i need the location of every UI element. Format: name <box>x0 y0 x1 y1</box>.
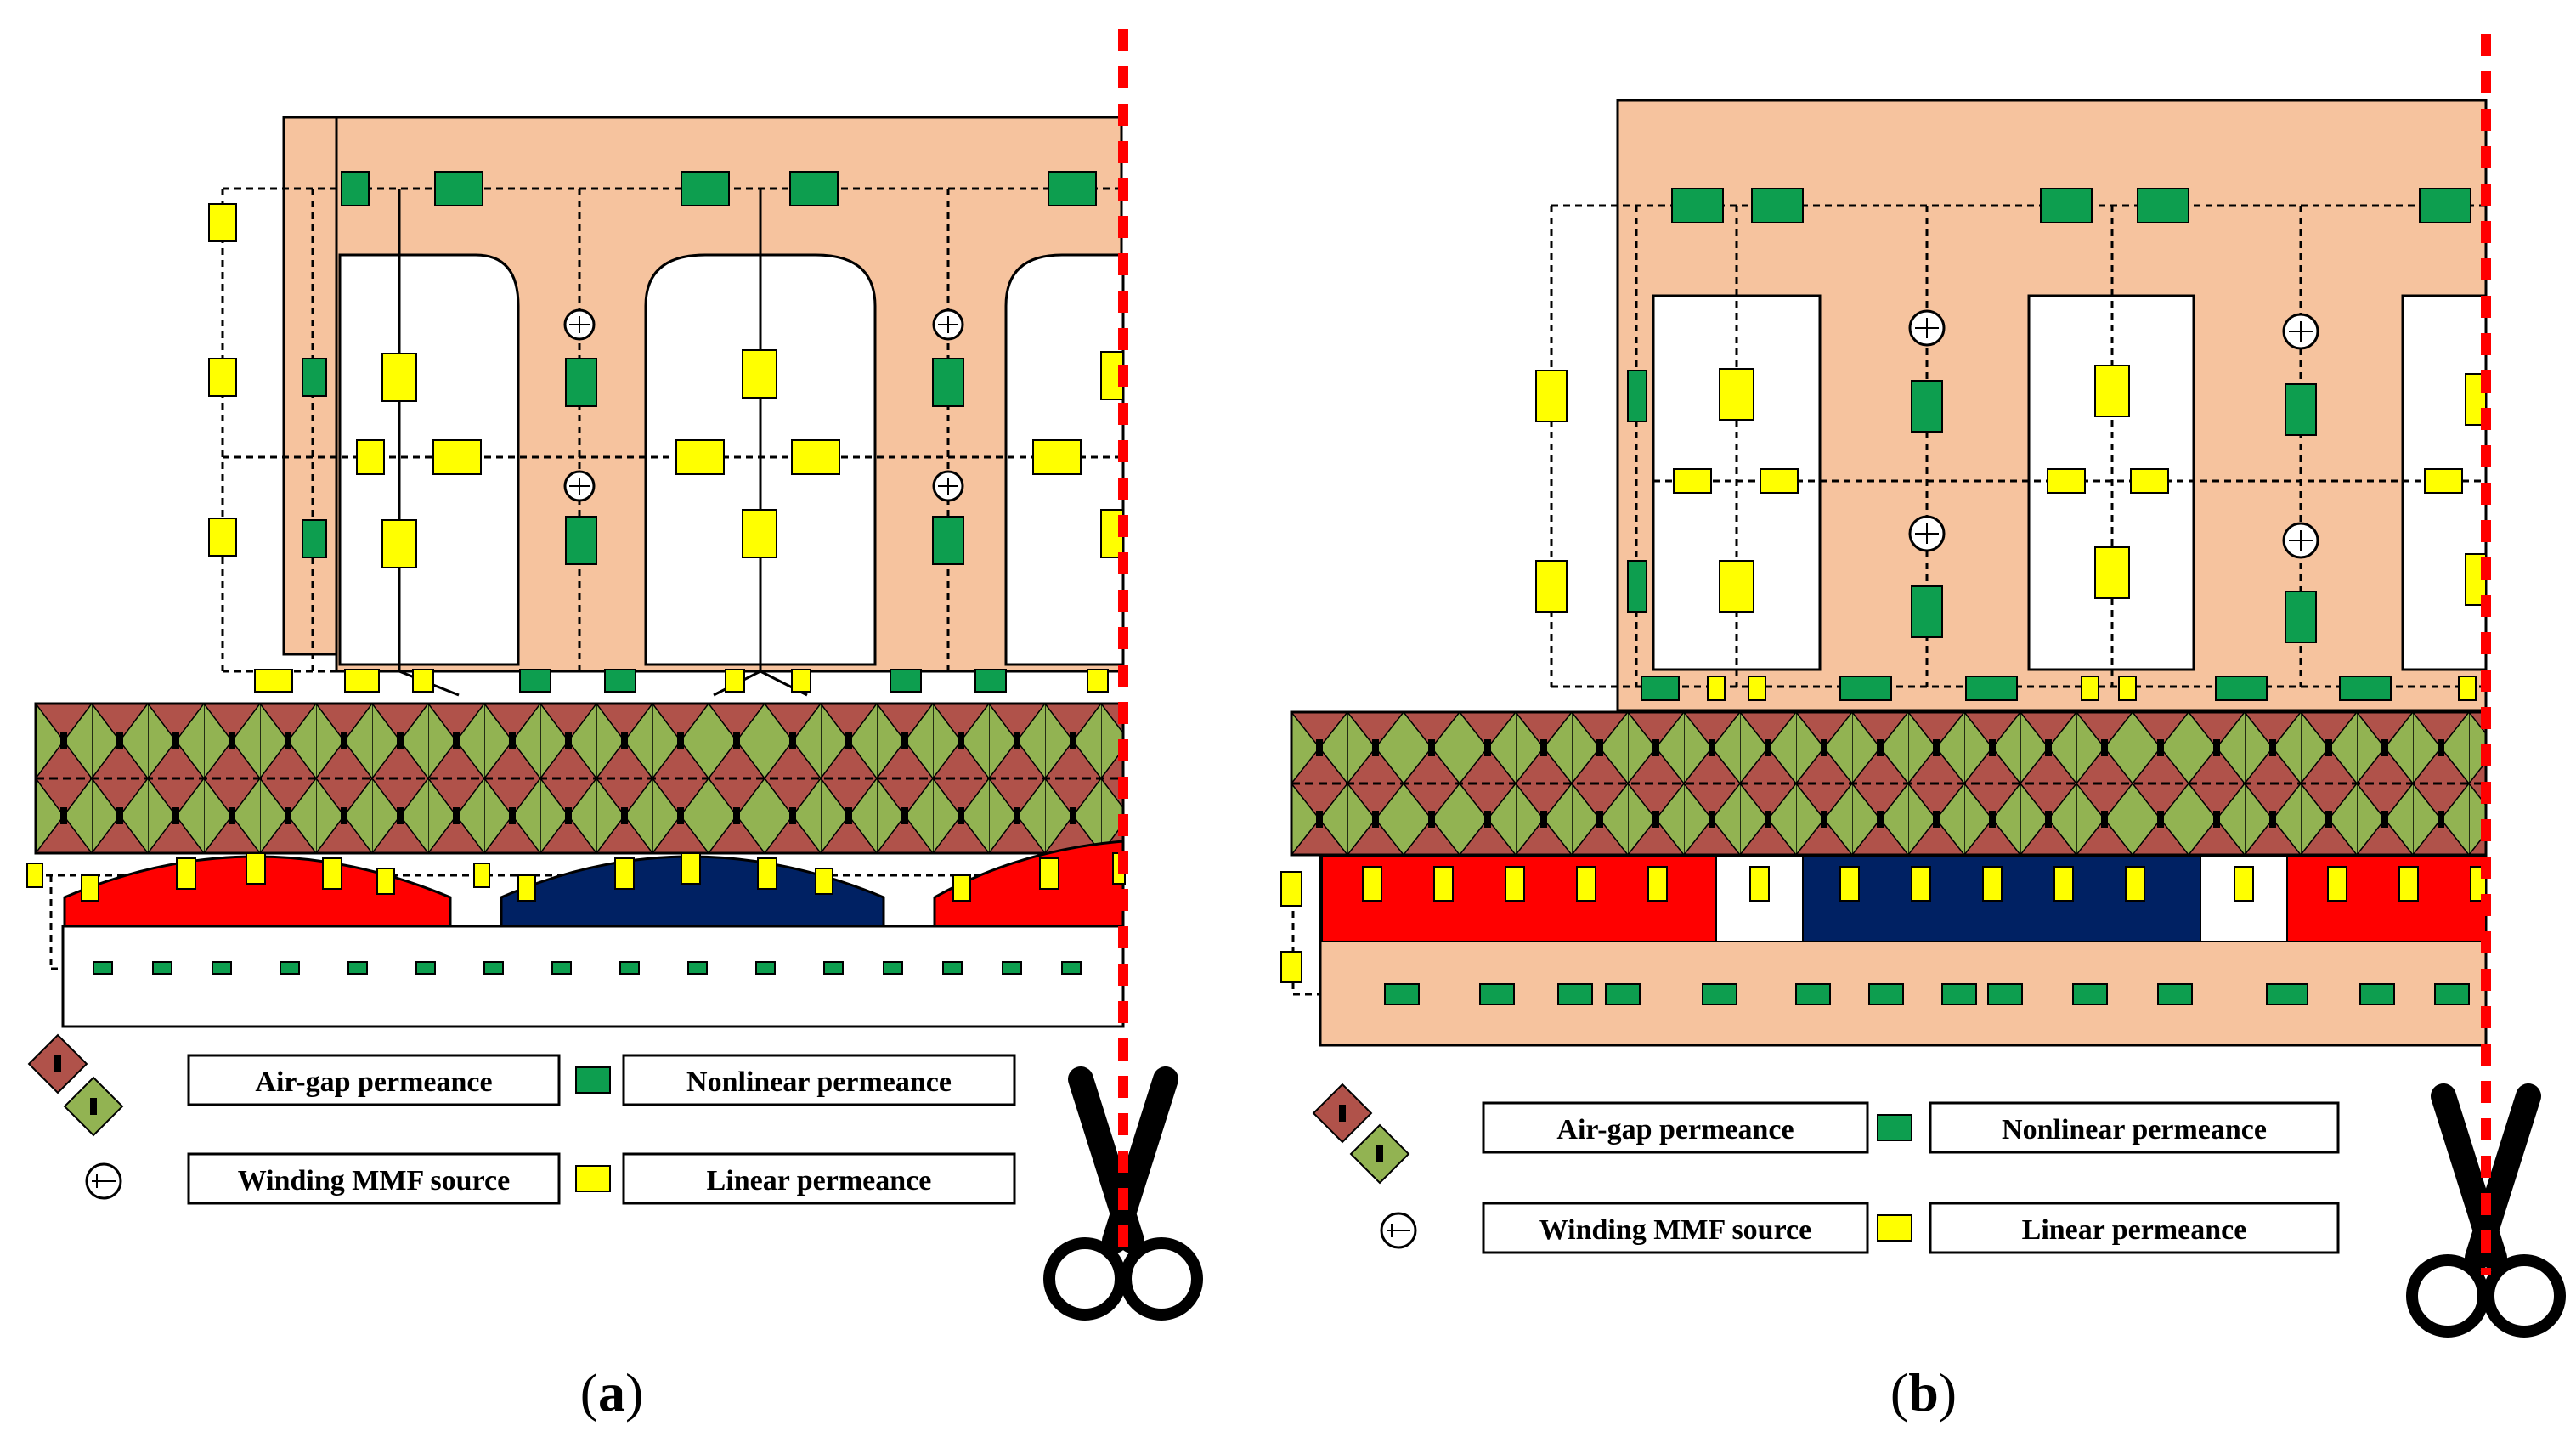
legend-nonlinear-label: Nonlinear permeance <box>2002 1114 2267 1145</box>
mmf-source-icon <box>85 1162 122 1200</box>
mmf-source-icon <box>563 470 596 502</box>
magnet-north-2-a <box>933 840 1125 928</box>
linear-permeances-a <box>208 203 1124 693</box>
mmf-source-icon <box>932 308 964 341</box>
panel-a-linear-machine-network: Air-gap permeance Nonlinear permeance Wi… <box>26 29 1203 1423</box>
air-gap-permeance-icon <box>1312 1083 1410 1185</box>
magnet-permeances-b <box>1280 866 2487 983</box>
mover-yoke-permeances-b <box>1384 983 2470 1005</box>
mmf-source-icon <box>1380 1212 1417 1249</box>
mover-yoke-permeances-a <box>93 961 1082 975</box>
legend-air-gap-label: Air-gap permeance <box>1556 1114 1794 1145</box>
legend-air-gap-label: Air-gap permeance <box>255 1066 492 1098</box>
legend-mmf-label: Winding MMF source <box>1539 1214 1812 1246</box>
legend-linear-label: Linear permeance <box>2022 1214 2247 1246</box>
mmf-source-icon <box>1908 515 1946 552</box>
linear-permeances-b <box>1535 365 2487 701</box>
magnet-permeances-a <box>26 852 1126 902</box>
legend-mmf-label: Winding MMF source <box>238 1165 511 1196</box>
mover-base-a <box>61 925 1125 1028</box>
legend-b: Air-gap permeance Nonlinear permeance Wi… <box>1312 1083 2340 1254</box>
scissors-icon <box>1043 1066 1203 1321</box>
mmf-source-icon <box>932 470 964 502</box>
legend-nonlinear-label: Nonlinear permeance <box>686 1066 952 1098</box>
mmf-source-icon <box>2282 313 2319 350</box>
caption-a: (a) <box>580 1362 644 1423</box>
mmf-source-icon <box>563 308 596 341</box>
mmf-source-icon <box>2282 522 2319 559</box>
mmf-source-icon <box>1908 309 1946 347</box>
winding-mmf-sources-a <box>563 308 964 502</box>
magnet-north-2-b <box>2286 856 2487 942</box>
air-gap-permeance-icon <box>27 1033 124 1137</box>
panel-b-linear-machine-network: Air-gap permeance Nonlinear permeance Wi… <box>1280 34 2566 1423</box>
caption-b: (b) <box>1890 1362 1957 1423</box>
nonlinear-permeances-a <box>302 171 1097 693</box>
legend-a: Air-gap permeance Nonlinear permeance Wi… <box>27 1033 1016 1205</box>
winding-mmf-sources-b <box>1908 309 2319 559</box>
legend-linear-label: Linear permeance <box>707 1165 932 1196</box>
nonlinear-permeances-b <box>1627 188 2471 701</box>
